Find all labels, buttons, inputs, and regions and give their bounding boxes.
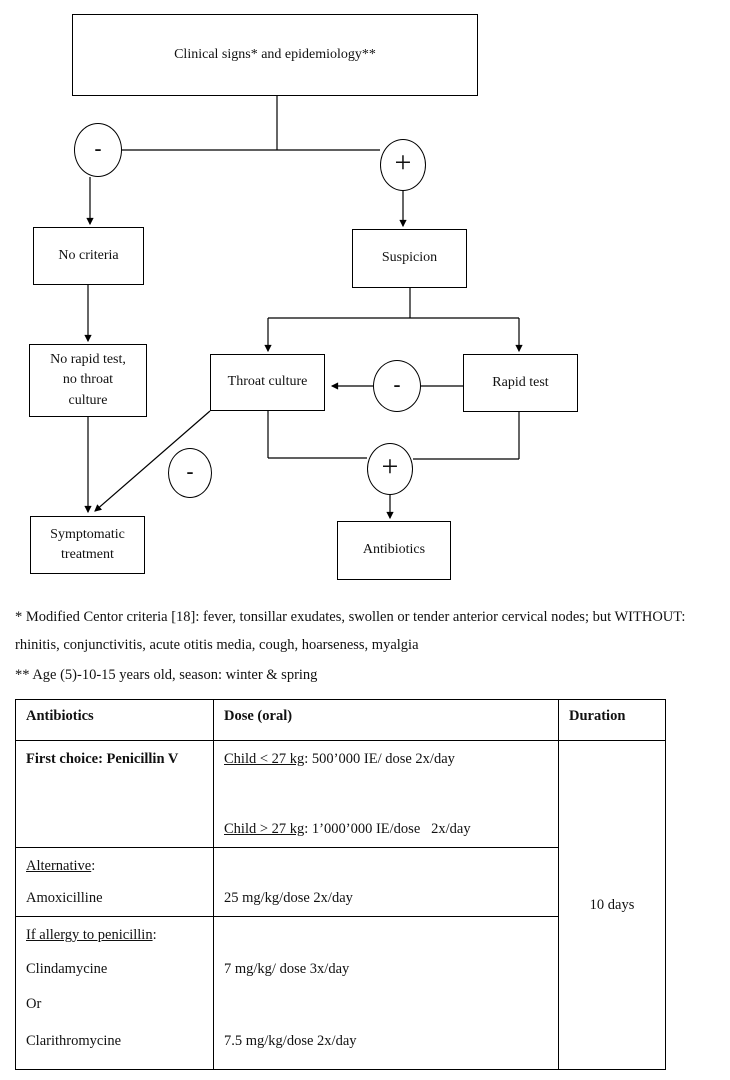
dose-line-over-27kg: Child > 27 kg: 1’000’000 IE/dose 2x/day [224,821,471,837]
flowchart-connectors [84,96,523,520]
dose-line-clarithromycine: 7.5 mg/kg/dose 2x/day [224,1033,357,1049]
minus-circle-rapid-test: - [373,360,421,412]
minus-circle-throat-culture: - [168,448,212,498]
table-row-penicillin-allergy: If allergy to penicillin: Clindamycine O… [15,916,666,1070]
flowchart-node-clinical-signs: Clinical signs* and epidemiology** [72,14,478,96]
flowchart-node-no-rapid-test: No rapid test, no throat culture [29,344,147,417]
drug-cell-allergy: If allergy to penicillin: Clindamycine O… [15,916,214,1070]
footnote-age-season: ** Age (5)-10-15 years old, season: wint… [15,667,318,683]
column-header-antibiotics: Antibiotics [15,699,214,741]
column-header-duration: Duration [558,699,666,741]
antibiotics-table: Antibiotics Dose (oral) Duration First c… [15,699,666,1070]
dose-cell-penicillin: Child < 27 kg: 500’000 IE/ dose 2x/day C… [213,740,559,848]
flowchart-node-antibiotics: Antibiotics [337,521,451,580]
flowchart-node-symptomatic-treatment: Symptomatic treatment [30,516,145,574]
drug-cell-penicillin: First choice: Penicillin V [15,740,214,848]
flowchart-node-throat-culture: Throat culture [210,354,325,411]
dose-cell-allergy: 7 mg/kg/ dose 3x/day 7.5 mg/kg/dose 2x/d… [213,916,559,1070]
drug-name-clindamycine: Clindamycine [26,961,108,977]
minus-circle-top: - [74,123,122,177]
dose-line-under-27kg: Child < 27 kg: 500’000 IE/ dose 2x/day [224,751,455,767]
plus-circle-antibiotics: + [367,443,413,495]
table-header-row: Antibiotics Dose (oral) Duration [15,699,666,741]
table-row-penicillin: First choice: Penicillin V Child < 27 kg… [15,740,666,1070]
dose-line-clindamycine: 7 mg/kg/ dose 3x/day [224,961,350,977]
dose-line-amoxicilline: 25 mg/kg/dose 2x/day [224,890,353,906]
allergy-label: If allergy to penicillin: [26,927,157,943]
duration-cell: 10 days [558,740,666,1070]
plus-sign-icon: + [381,450,399,483]
drug-name-clarithromycine: Clarithromycine [26,1033,122,1049]
footnote-centor-criteria: * Modified Centor criteria [18]: fever, … [15,609,686,653]
plus-circle-top: + [380,139,426,191]
flowchart-node-no-criteria: No criteria [33,227,144,285]
table-row-amoxicilline: Alternative: Amoxicilline 25 mg/kg/dose … [15,847,666,917]
minus-sign-icon: - [186,458,194,483]
dose-cell-amoxicilline: 25 mg/kg/dose 2x/day [213,847,559,917]
flowchart-node-suspicion: Suspicion [352,229,467,288]
minus-sign-icon: - [94,135,102,160]
column-header-dose: Dose (oral) [213,699,559,741]
drug-cell-amoxicilline: Alternative: Amoxicilline [15,847,214,917]
alternative-label: Alternative: [26,858,96,874]
drug-name-penicillin: First choice: Penicillin V [26,751,179,767]
plus-sign-icon: + [394,146,412,179]
flowchart-node-rapid-test: Rapid test [463,354,578,412]
minus-sign-icon: - [393,371,401,396]
drug-name-amoxicilline: Amoxicilline [26,890,103,906]
or-label: Or [26,996,42,1012]
